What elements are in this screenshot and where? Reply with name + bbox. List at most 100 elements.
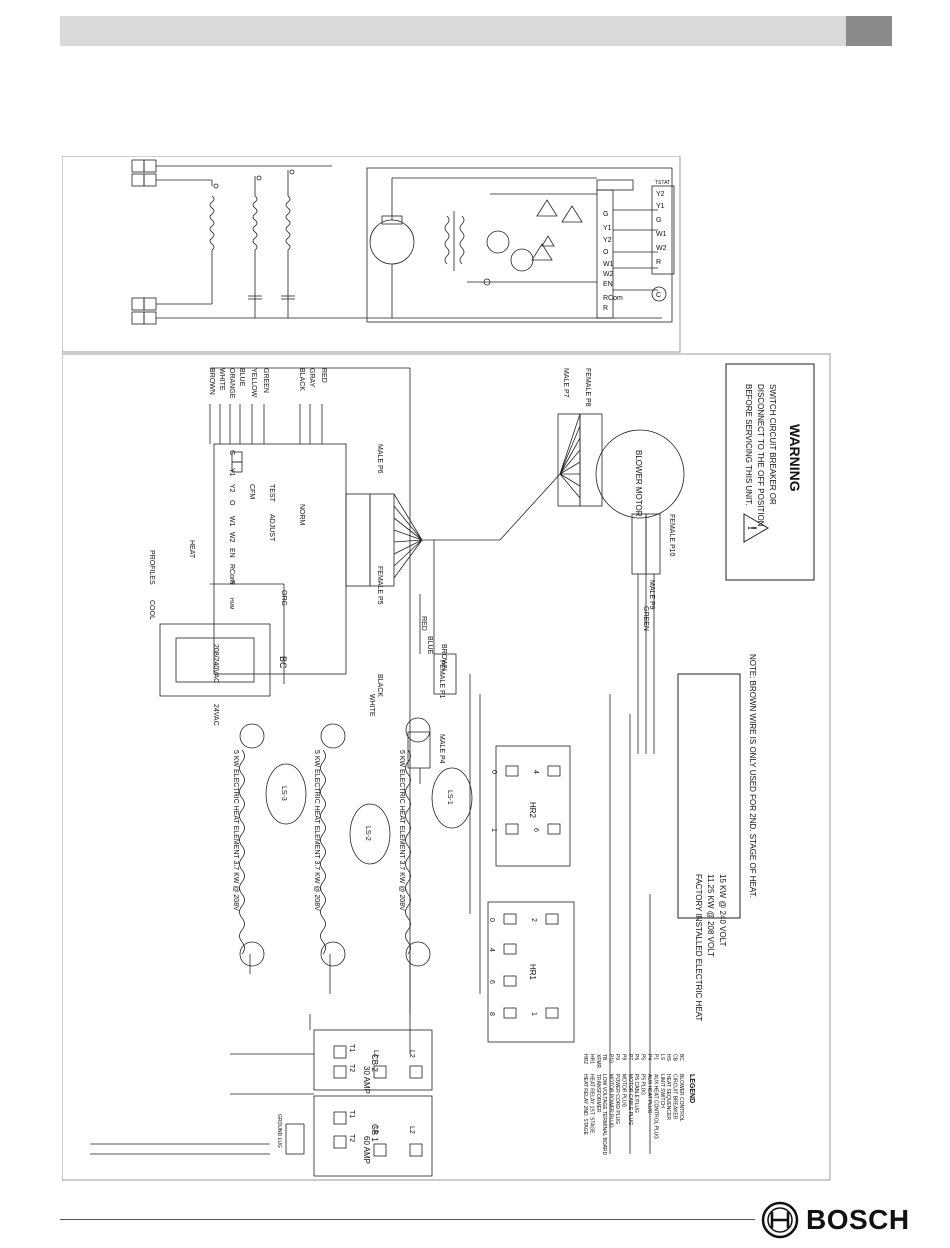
- wire-green: GREEN: [262, 368, 269, 393]
- bc-term-w1: W1: [228, 516, 235, 527]
- bosch-logo: BOSCH: [760, 1200, 909, 1240]
- hr2-pin-6: 6: [532, 828, 539, 832]
- cb2-name: CB 2: [370, 1054, 379, 1072]
- legend-desc: P6 CABLE PLUG: [633, 1074, 639, 1113]
- tstat-label: TSTAT: [655, 180, 670, 186]
- legend-desc: HEAT SEQUENCER: [665, 1074, 671, 1120]
- cb1-name: CB 1: [370, 1124, 379, 1142]
- brand-name: BOSCH: [806, 1204, 910, 1235]
- legend-code: P8: [620, 1054, 626, 1060]
- tstat-w1: W1: [656, 231, 667, 238]
- legend-code: HR2: [582, 1054, 588, 1064]
- hr2-pin-4: 4: [532, 770, 539, 774]
- legend-desc: LOW VOLTAGE TERMINAL BOARD: [601, 1074, 607, 1156]
- legend-code: HS: [665, 1054, 671, 1062]
- tstat-y1: Y1: [656, 203, 665, 210]
- heat-label: HEAT: [188, 540, 195, 559]
- legend-code: HR1: [588, 1054, 594, 1064]
- legend-code: P5: [640, 1054, 646, 1060]
- legend-desc: MOTOR PLUG: [620, 1074, 626, 1108]
- bc-term-w2: W2: [228, 532, 235, 543]
- wire-label-blue: BLUE: [426, 636, 433, 655]
- warning-line-3: BEFORE SERVICING THIS UNIT.: [744, 384, 753, 506]
- footer-rule: [60, 1219, 755, 1220]
- tstat-r: R: [656, 259, 661, 266]
- legend-desc: POWER CORD PLUG: [614, 1074, 620, 1124]
- female-p5: FEMALE P5: [376, 566, 383, 605]
- wire-white: WHITE: [218, 368, 225, 391]
- term-rcom: RCom: [603, 295, 623, 302]
- legend-desc: TRANSFORMER: [595, 1074, 601, 1113]
- female-p1: FEMALE P1: [438, 660, 445, 699]
- hr1-pin-1: 1: [530, 1012, 537, 1016]
- tstat-y2: Y2: [656, 191, 665, 198]
- brown-wire-note: NOTE: BROWN WIRE IS ONLY USED FOR 2ND. S…: [748, 654, 757, 898]
- cb1-t2: T2: [348, 1134, 355, 1142]
- heat-info-2: 11.25 KW @ 208 VOLT: [706, 874, 715, 957]
- heat-info-box: 15 KW @ 240 VOLT 11.25 KW @ 208 VOLT FAC…: [677, 673, 741, 1021]
- legend-code: CB: [672, 1054, 678, 1062]
- legend-desc: MOTOR POWER PLUG: [608, 1074, 614, 1128]
- legend-desc: HEAT RELAY 2ND. STAGE: [582, 1074, 588, 1136]
- cb1-l2: L2: [408, 1126, 415, 1134]
- bc-term-rcom: RCom: [228, 564, 235, 584]
- element-1: 5 KW ELECTRIC HEAT ELEMENT 3.7 KW @ 208V: [398, 750, 405, 911]
- term-w2: W2: [603, 271, 614, 278]
- cb2-l2: L2: [408, 1050, 415, 1058]
- wire-red: RED: [320, 368, 327, 383]
- heat-info-1: 15 KW @ 240 VOLT: [718, 874, 727, 947]
- transformer-primary: 208/240VAC: [212, 644, 219, 683]
- legend-code: P6: [633, 1054, 639, 1060]
- cb2-rating: 30 AMP: [362, 1066, 371, 1094]
- female-p8: FEMALE P8: [584, 368, 591, 407]
- transformer-secondary: 24VAC: [212, 704, 219, 726]
- bc-term-g: G: [228, 450, 235, 455]
- legend: LEGEND BC BLOWER CONTROL CB CIRCUIT BREAKER…: [582, 1054, 695, 1156]
- male-p7: MALE P7: [562, 368, 569, 398]
- bc-term-en: EN: [228, 548, 235, 558]
- legend-code: P9: [614, 1054, 620, 1060]
- tstat-w2: W2: [656, 245, 667, 252]
- female-p10: FEMALE P10: [668, 514, 675, 557]
- bc-term-r: R: [228, 580, 235, 585]
- cool-label: COOL: [148, 600, 155, 620]
- legend-code: BC: [678, 1054, 684, 1061]
- header-page-tab: [846, 16, 892, 46]
- hr1-pin-0: 0: [488, 918, 495, 922]
- legend-code: LS: [659, 1054, 665, 1061]
- cb2-t1: T1: [348, 1044, 355, 1052]
- male-p4: MALE P4: [438, 734, 445, 764]
- legend-desc: HEAT RELAY 1ST. STAGE: [588, 1074, 594, 1134]
- wire-brown: BROWN: [208, 368, 215, 395]
- cb2-t2: T2: [348, 1064, 355, 1072]
- legend-code: P10: [608, 1054, 614, 1063]
- heat-info-3: FACTORY INSTALLED ELECTRIC HEAT: [694, 874, 703, 1021]
- legend-title: LEGEND: [688, 1074, 695, 1103]
- wire-label-green: GREEN: [642, 606, 649, 631]
- legend-code: XFMR: [595, 1054, 601, 1069]
- warning-line-2: DISCONNECT TO THE OFF POSITION: [756, 384, 765, 527]
- legend-desc: CIRCUIT BREAKER: [672, 1074, 678, 1120]
- profiles-label: PROFILES: [148, 550, 155, 585]
- schematic-section: [131, 159, 675, 325]
- svg-text:!: !: [745, 526, 759, 530]
- warning-title: WARNING: [787, 424, 803, 492]
- limit-ls1: LS-1: [446, 790, 453, 805]
- legend-code: P7: [627, 1054, 633, 1060]
- warning-line-1: SWITCH CIRCUIT BREAKER OR: [768, 384, 777, 505]
- hr2-pin-0: 0: [490, 770, 497, 774]
- limit-ls2: LS-2: [364, 826, 371, 841]
- wiring-section: GREEN YELLOW BLUE ORANGE WHITE BROWN BLA…: [90, 363, 815, 1177]
- tstat-c: C: [656, 292, 661, 299]
- header-bar: [60, 16, 846, 46]
- hr1-pin-8: 8: [488, 1012, 495, 1016]
- adjust-label: ADJUST: [268, 514, 275, 542]
- legend-code: P1: [652, 1054, 658, 1060]
- male-p9: MALE P9: [648, 580, 655, 610]
- term-w1: W1: [603, 261, 614, 268]
- element-3: 5 KW ELECTRIC HEAT ELEMENT 3.7 KW @ 208V: [232, 750, 239, 911]
- wiring-diagram: G Y1 Y2 O W1 W2 EN RCom R TSTAT Y2 Y1 G …: [61, 155, 882, 1186]
- wire-black: BLACK: [298, 368, 305, 391]
- term-g: G: [603, 211, 608, 218]
- legend-desc: BLOWER CONTROL: [678, 1074, 684, 1122]
